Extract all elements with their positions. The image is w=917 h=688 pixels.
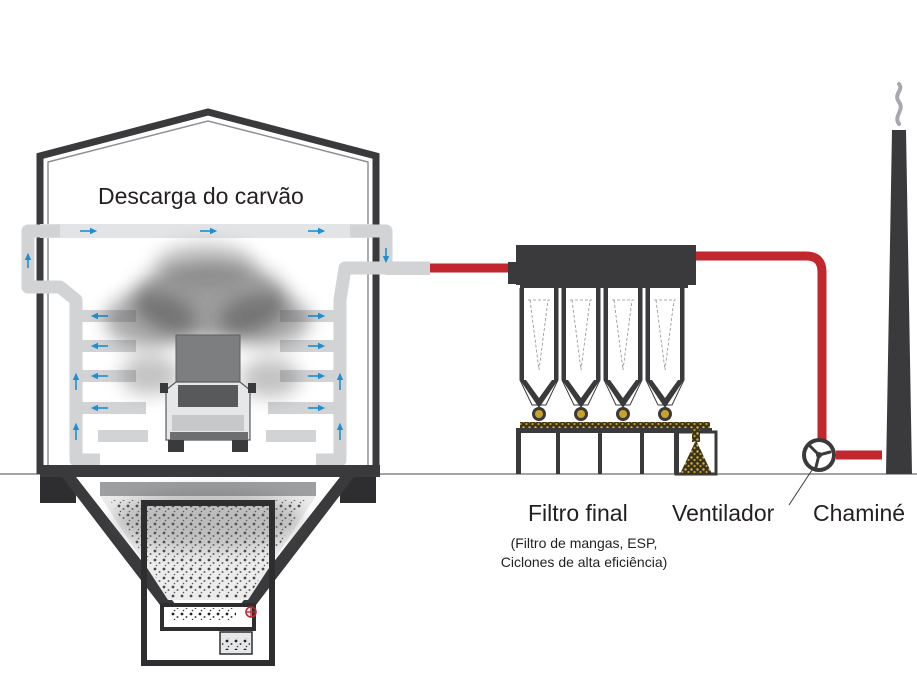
final-filter-note-line-2: Ciclones de alta eficiência)	[500, 554, 668, 570]
fan-label: Ventilador	[672, 500, 775, 526]
fan-leader-line	[788, 469, 813, 506]
final-filter-note-line-1: (Filtro de mangas, ESP,	[510, 535, 658, 551]
smoke-icon	[105, 243, 310, 398]
chimney	[886, 82, 912, 474]
airflow-arrow-icon	[24, 227, 390, 498]
hot-duct-to-fan	[696, 251, 827, 440]
final-filter	[508, 245, 718, 476]
final-filter-label: Filtro final	[528, 500, 628, 526]
floor-grate	[100, 482, 316, 496]
floor-slab	[40, 465, 380, 477]
stack-label: Chaminé	[813, 500, 906, 526]
right-inner-duct	[316, 261, 386, 467]
hopper	[62, 477, 354, 666]
left-outer-duct	[21, 224, 100, 467]
valve-icon	[245, 606, 257, 618]
discharge-label: Descarga do carvão	[98, 183, 304, 209]
fan-icon	[802, 438, 836, 472]
truck-icon	[160, 334, 256, 452]
duct-to-filter	[386, 262, 430, 275]
